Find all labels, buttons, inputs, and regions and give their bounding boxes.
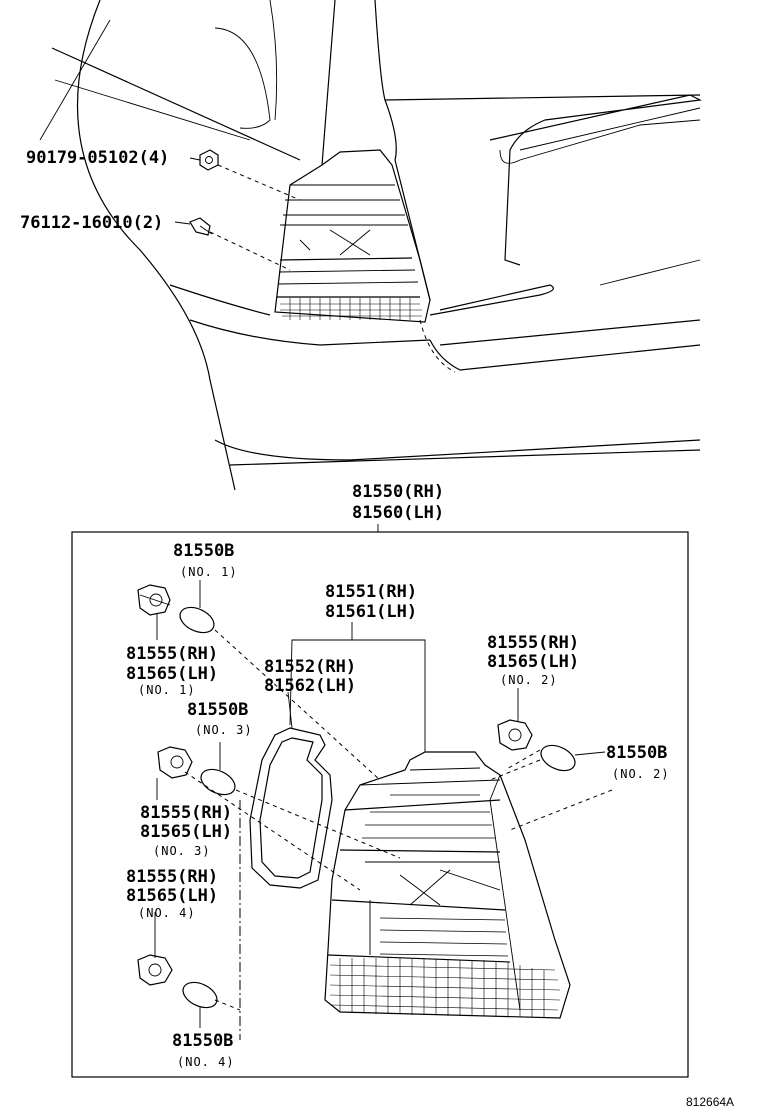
screw-part-number: 76112-16010(2)	[20, 213, 163, 233]
diagram-code: 812664A	[686, 1095, 734, 1109]
screw-part	[189, 217, 213, 236]
gasket	[249, 727, 333, 889]
socket-no3-note: (NO. 3)	[153, 844, 211, 858]
socket-no2-note: (NO. 2)	[500, 673, 558, 687]
bulb-no3	[200, 768, 236, 796]
nut-part	[199, 149, 219, 171]
bulb-no3-number: 81550B	[187, 700, 248, 720]
socket-no3	[157, 746, 193, 779]
socket-no1-rh-number: 81555(RH)	[126, 644, 218, 664]
nut-part-number: 90179-05102(4)	[26, 148, 169, 168]
socket-no4-lh-number: 81565(LH)	[126, 886, 218, 906]
socket-no2	[497, 719, 533, 751]
bulb-no3-note: (NO. 3)	[195, 723, 253, 737]
vehicle-rear-body	[39, 0, 703, 491]
bulb-no2-note: (NO. 2)	[612, 767, 670, 781]
bulb-no4	[182, 981, 218, 1009]
bulb-no1-number: 81550B	[173, 541, 234, 561]
assembly-rh-number: 81550(RH)	[352, 482, 444, 502]
socket-no2-rh-number: 81555(RH)	[487, 633, 579, 653]
socket-no4	[137, 954, 173, 986]
socket-no1-note: (NO. 1)	[138, 683, 196, 697]
vehicle-tail-lamp	[274, 149, 431, 323]
lens-rh-number: 81551(RH)	[325, 582, 417, 602]
bulb-no1-note: (NO. 1)	[180, 565, 238, 579]
detail-box	[71, 531, 689, 1078]
leader-lines	[154, 580, 613, 1040]
socket-no2-lh-number: 81565(LH)	[487, 652, 579, 672]
gasket-lh-number: 81562(LH)	[264, 676, 356, 696]
screw-leader	[209, 231, 291, 271]
gasket-rh-number: 81552(RH)	[264, 657, 356, 677]
lens-lh-number: 81561(LH)	[325, 602, 417, 622]
socket-no1	[137, 584, 171, 616]
socket-no3-rh-number: 81555(RH)	[140, 803, 232, 823]
lens-assembly	[324, 751, 571, 1019]
bulb-no1	[179, 606, 215, 634]
assembly-lh-number: 81560(LH)	[352, 503, 444, 523]
bulb-no4-number: 81550B	[172, 1031, 233, 1051]
bulb-no2-number: 81550B	[606, 743, 667, 763]
socket-no1-lh-number: 81565(LH)	[126, 664, 218, 684]
nut-leader	[217, 164, 301, 201]
bulb-no4-note: (NO. 4)	[177, 1055, 235, 1069]
bulb-no2	[540, 744, 576, 772]
socket-no3-lh-number: 81565(LH)	[140, 822, 232, 842]
socket-no4-note: (NO. 4)	[138, 906, 196, 920]
socket-no4-rh-number: 81555(RH)	[126, 867, 218, 887]
